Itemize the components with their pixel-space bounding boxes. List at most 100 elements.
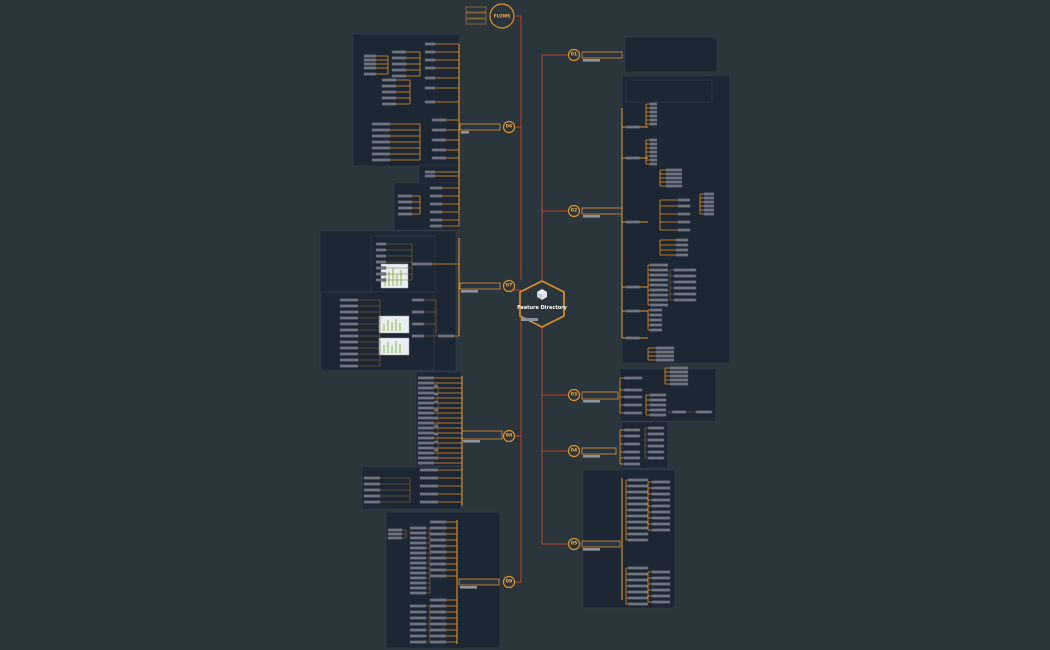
branch-b3-title-box[interactable]: [581, 391, 619, 400]
branch-b8[interactable]: 08: [461, 429, 516, 443]
leaf-node-62[interactable]: [655, 358, 675, 362]
leaf-node-7[interactable]: [649, 106, 658, 110]
leaf-node-221[interactable]: [433, 440, 439, 444]
leaf-node-25[interactable]: [677, 204, 691, 208]
flows-item-1[interactable]: [465, 6, 487, 13]
leaf-node-19[interactable]: [665, 168, 683, 172]
leaf-node-141[interactable]: [363, 72, 377, 76]
branch-b2-title-box[interactable]: [581, 207, 623, 215]
leaf-node-180[interactable]: [339, 316, 359, 320]
leaf-node-112[interactable]: [627, 566, 649, 570]
leaf-node-50[interactable]: [673, 280, 697, 284]
leaf-node-152[interactable]: [371, 122, 391, 126]
leaf-node-222[interactable]: [433, 448, 439, 452]
leaf-node-150[interactable]: [431, 148, 447, 152]
leaf-node-258[interactable]: [409, 556, 427, 560]
leaf-node-261[interactable]: [409, 571, 427, 575]
leaf-node-237[interactable]: [429, 538, 447, 542]
leaf-node-66[interactable]: [623, 403, 643, 407]
leaf-node-209[interactable]: [417, 441, 435, 445]
leaf-node-239[interactable]: [429, 550, 447, 554]
leaf-node-86[interactable]: [647, 426, 665, 430]
branch-b3[interactable]: 03: [567, 388, 619, 403]
leaf-node-233[interactable]: [363, 500, 381, 504]
leaf-node-187[interactable]: [339, 358, 359, 362]
leaf-node-197[interactable]: [417, 381, 435, 385]
leaf-node-20[interactable]: [665, 172, 683, 176]
branch-b5-number-circle[interactable]: [567, 537, 581, 551]
leaf-node-179[interactable]: [339, 310, 359, 314]
leaf-node-4[interactable]: [625, 309, 641, 313]
leaf-node-139[interactable]: [363, 62, 377, 66]
leaf-node-267[interactable]: [409, 610, 427, 614]
leaf-node-188[interactable]: [339, 364, 359, 368]
flows-item-3[interactable]: [465, 18, 487, 25]
leaf-node-214[interactable]: [433, 384, 439, 388]
leaf-node-183[interactable]: [339, 334, 359, 338]
leaf-node-96[interactable]: [627, 502, 649, 506]
leaf-node-27[interactable]: [677, 220, 691, 224]
leaf-node-225[interactable]: [419, 476, 439, 480]
leaf-node-143[interactable]: [381, 84, 397, 88]
leaf-node-37[interactable]: [675, 248, 689, 252]
leaf-node-65[interactable]: [623, 395, 643, 399]
leaf-node-218[interactable]: [433, 416, 439, 420]
leaf-node-58[interactable]: [649, 328, 663, 332]
flows-item-2[interactable]: [465, 12, 487, 19]
leaf-node-170[interactable]: [397, 212, 413, 216]
leaf-node-181[interactable]: [339, 322, 359, 326]
leaf-node-90[interactable]: [647, 450, 665, 454]
leaf-node-190[interactable]: [375, 248, 387, 252]
leaf-node-47[interactable]: [649, 303, 669, 307]
leaf-node-140[interactable]: [363, 66, 377, 70]
leaf-node-38[interactable]: [675, 253, 689, 257]
leaf-node-148[interactable]: [431, 128, 447, 132]
leaf-node-70[interactable]: [669, 374, 689, 378]
leaf-node-106[interactable]: [651, 498, 671, 502]
leaf-node-212[interactable]: [417, 456, 435, 460]
leaf-node-194[interactable]: [375, 272, 387, 276]
leaf-node-154[interactable]: [371, 134, 391, 138]
leaf-node-121[interactable]: [651, 582, 671, 586]
leaf-node-79[interactable]: [695, 410, 713, 414]
leaf-node-186[interactable]: [339, 352, 359, 356]
leaf-node-39[interactable]: [649, 263, 669, 267]
leaf-node-91[interactable]: [647, 456, 665, 460]
leaf-node-201[interactable]: [417, 401, 435, 405]
branch-b2-number-circle[interactable]: [567, 204, 581, 218]
leaf-node-11[interactable]: [649, 122, 658, 126]
leaf-node-255[interactable]: [409, 541, 427, 545]
leaf-node-153[interactable]: [371, 128, 391, 132]
leaf-node-131[interactable]: [424, 100, 436, 104]
branch-b4-title-box[interactable]: [581, 447, 617, 455]
leaf-node-109[interactable]: [651, 516, 671, 520]
branch-b7-number-circle[interactable]: [502, 279, 516, 293]
leaf-node-71[interactable]: [669, 378, 689, 382]
leaf-node-115[interactable]: [627, 584, 649, 588]
leaf-node-74[interactable]: [649, 398, 667, 402]
leaf-node-10[interactable]: [649, 118, 658, 122]
leaf-node-195[interactable]: [375, 278, 387, 282]
leaf-node-250[interactable]: [429, 634, 447, 638]
leaf-node-110[interactable]: [651, 522, 671, 526]
leaf-node-92[interactable]: [627, 478, 649, 482]
leaf-node-124[interactable]: [651, 600, 671, 604]
leaf-node-49[interactable]: [673, 274, 697, 278]
leaf-node-151[interactable]: [431, 156, 447, 160]
leaf-node-210[interactable]: [417, 446, 435, 450]
branch-b7-title-box[interactable]: [459, 282, 501, 290]
leaf-node-260[interactable]: [409, 566, 427, 570]
leaf-node-268[interactable]: [409, 616, 427, 620]
leaf-node-204[interactable]: [417, 416, 435, 420]
leaf-node-178[interactable]: [339, 304, 359, 308]
leaf-node-164[interactable]: [429, 210, 443, 214]
leaf-node-167[interactable]: [397, 194, 413, 198]
leaf-node-23[interactable]: [665, 184, 683, 188]
leaf-node-144[interactable]: [381, 90, 397, 94]
leaf-node-271[interactable]: [409, 634, 427, 638]
leaf-node-205[interactable]: [417, 421, 435, 425]
leaf-node-168[interactable]: [397, 200, 413, 204]
leaf-node-85[interactable]: [623, 462, 641, 466]
leaf-node-264[interactable]: [409, 586, 427, 590]
leaf-node-156[interactable]: [371, 146, 391, 150]
